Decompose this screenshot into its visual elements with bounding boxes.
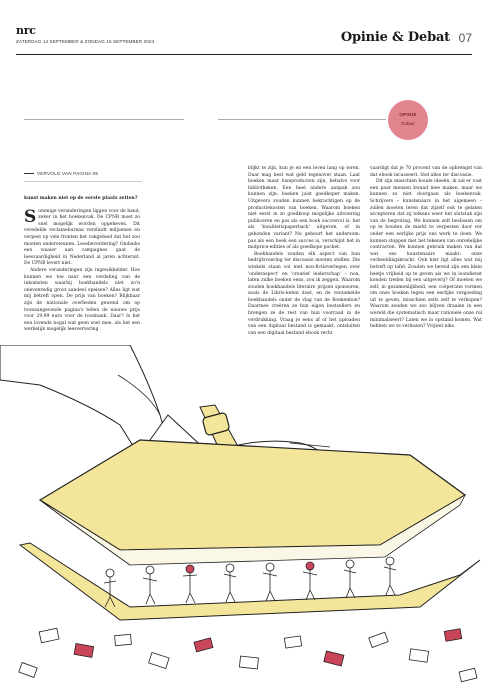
article-column-3: vaardigt dat je 70 procent van de opbren… — [370, 166, 482, 331]
small-book — [38, 627, 60, 644]
divider-left — [24, 119, 184, 120]
divider-mid — [218, 119, 386, 120]
watch-face — [202, 412, 230, 436]
figure — [302, 561, 318, 601]
figure — [262, 562, 278, 602]
continued-from-label: VERVOLG VAN PAGINA 05 — [24, 171, 224, 176]
small-book — [73, 643, 95, 658]
column-question: kunst maken niet op de eerste plaats zet… — [24, 196, 138, 201]
book-back-cover — [18, 542, 481, 621]
figure — [343, 559, 357, 599]
scattered-books — [18, 627, 478, 683]
page-number: 07 — [458, 31, 472, 45]
small-book — [443, 628, 463, 642]
small-book — [368, 631, 389, 648]
sleeve — [0, 345, 171, 458]
article-paragraph: Andere veranderingen zijn ingewikkelder.… — [24, 267, 140, 333]
badge-sublabel: Cultuur — [401, 121, 415, 126]
article-paragraph: Boekhandels zouden elk aspect van hun be… — [248, 251, 360, 336]
figure — [182, 564, 198, 604]
section-title: Opinie & Debat — [340, 30, 450, 45]
article-paragraph: Dit zijn misschien boude ideeën, ik zal … — [370, 179, 482, 330]
figure — [103, 568, 117, 608]
article-paragraph: Sommige veranderingen liggen voor de han… — [24, 206, 140, 267]
badge-label: OPINIE — [399, 112, 417, 117]
article-paragraph: vaardigt dat je 70 procent van de opbren… — [370, 166, 482, 178]
small-book — [323, 650, 345, 667]
book-pages — [39, 493, 466, 566]
small-book — [283, 635, 303, 649]
small-book — [408, 648, 430, 663]
small-book — [458, 667, 478, 683]
article-column-2: blijkt te zijn, kun je en een leven lang… — [248, 166, 360, 337]
figure — [223, 563, 237, 603]
masthead-divider — [16, 54, 472, 55]
section-badge — [388, 100, 428, 140]
continued-rule — [24, 181, 142, 182]
article-paragraph: blijkt te zijn, kun je en een leven lang… — [248, 166, 360, 251]
small-book — [238, 655, 259, 670]
masthead: nrc ZATERDAG 14 SEPTEMBER & ZONDAG 15 SE… — [16, 24, 472, 50]
small-book — [114, 633, 132, 647]
small-book — [193, 637, 214, 653]
figure — [383, 556, 397, 596]
crowd-figures — [103, 556, 397, 608]
figure — [142, 565, 158, 605]
newspaper-logo: nrc — [16, 24, 36, 37]
book-crushing-illustration — [0, 345, 481, 683]
small-book — [18, 662, 38, 678]
dateline: ZATERDAG 14 SEPTEMBER & ZONDAG 15 SEPTEM… — [16, 39, 155, 44]
article-column-1: kunst maken niet op de eerste plaats zet… — [24, 196, 140, 334]
small-book — [148, 651, 170, 669]
cuff-line — [117, 374, 161, 416]
